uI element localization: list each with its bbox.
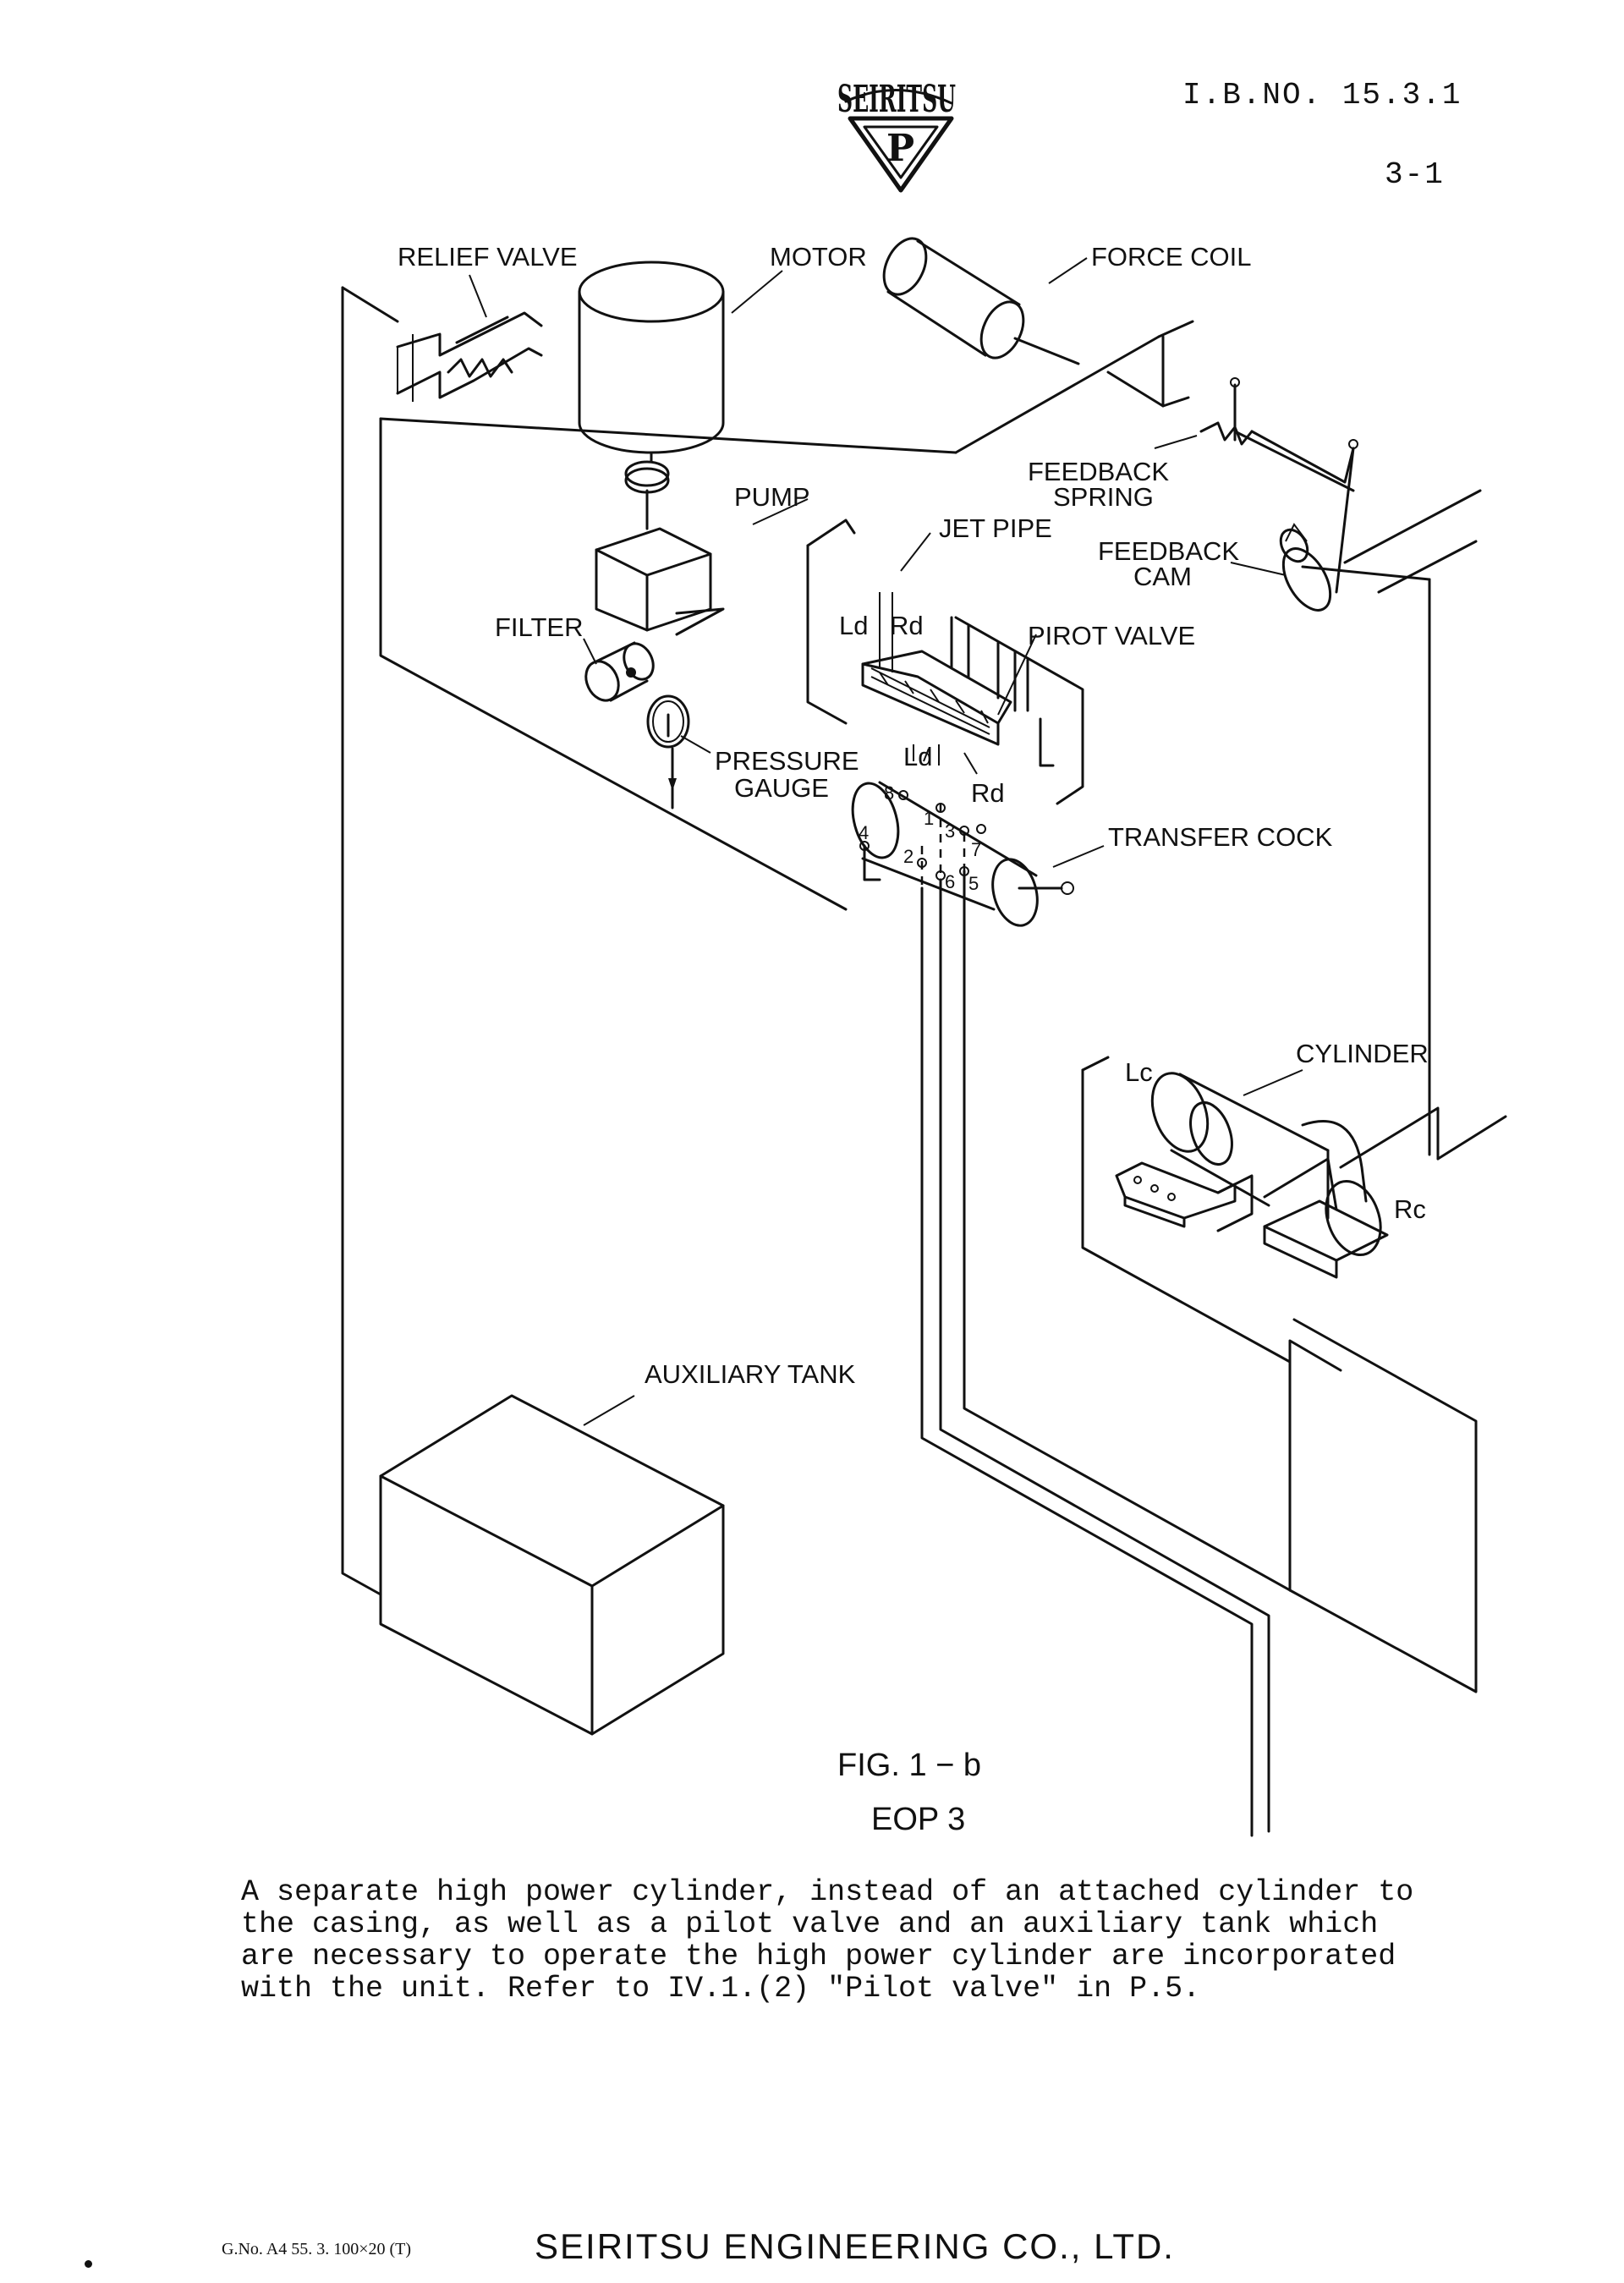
lc-label: Lc bbox=[1125, 1057, 1153, 1087]
port-8-label: 8 bbox=[884, 782, 894, 804]
port-7-label: 7 bbox=[971, 839, 981, 860]
jet-pipe bbox=[831, 519, 893, 672]
port-2-label: 2 bbox=[903, 846, 914, 867]
motor-label: MOTOR bbox=[770, 242, 867, 272]
cylinder bbox=[1115, 1072, 1389, 1279]
logo-text: SEIRITSU bbox=[837, 78, 956, 121]
page-number: 3-1 bbox=[1385, 157, 1445, 192]
relief-valve-label: RELIEF VALVE bbox=[398, 242, 578, 272]
pressure-gauge bbox=[646, 694, 690, 809]
filter-label: FILTER bbox=[495, 612, 584, 642]
leader-lines bbox=[469, 257, 1303, 1426]
ib-number: I.B.NO. 15.3.1 bbox=[1182, 78, 1462, 113]
form-number: G.No. A4 55. 3. 100×20 (T) bbox=[222, 2240, 412, 2258]
pilot-valve-label: PIROT VALVE bbox=[1028, 621, 1195, 650]
rc-label: Rc bbox=[1394, 1194, 1426, 1224]
circuit-lines bbox=[341, 286, 1507, 1837]
feedback-cam-label-line1: FEEDBACK bbox=[1098, 536, 1239, 566]
filter bbox=[584, 641, 655, 702]
margin-dot bbox=[85, 2260, 92, 2268]
description-paragraph: A separate high power cylinder, instead … bbox=[241, 1875, 1414, 2006]
port-3-label: 3 bbox=[945, 820, 955, 842]
transfer-cock bbox=[851, 781, 1074, 927]
port-5-label: 5 bbox=[968, 873, 979, 894]
logo-letter: P bbox=[886, 127, 914, 170]
company-name: SEIRITSU ENGINEERING CO., LTD. bbox=[535, 2226, 1175, 2266]
pump bbox=[595, 489, 725, 636]
pressure-gauge-label-line2: GAUGE bbox=[734, 773, 829, 803]
motor bbox=[578, 261, 725, 494]
port-6-label: 6 bbox=[945, 871, 955, 892]
feedback-spring-label-line2: SPRING bbox=[1053, 482, 1154, 512]
cylinder-label: CYLINDER bbox=[1296, 1039, 1429, 1068]
jet-pipe-label: JET PIPE bbox=[939, 513, 1052, 543]
feedback-cam bbox=[1279, 523, 1332, 612]
rd-lower-label: Rd bbox=[971, 778, 1005, 808]
diagram-labels: RELIEF VALVE MOTOR FORCE COIL FEEDBACK S… bbox=[398, 242, 1429, 1389]
seiritsu-logo: SEIRITSU P bbox=[837, 78, 956, 193]
auxiliary-tank bbox=[379, 1394, 725, 1736]
force-coil-label: FORCE COIL bbox=[1091, 242, 1251, 272]
force-coil bbox=[882, 237, 1080, 365]
rd-label: Rd bbox=[890, 611, 924, 640]
port-4-label: 4 bbox=[859, 822, 869, 843]
transfer-cock-label: TRANSFER COCK bbox=[1108, 822, 1333, 852]
ld-label: Ld bbox=[839, 611, 868, 640]
pump-label: PUMP bbox=[734, 482, 810, 512]
pressure-gauge-label-line1: PRESSURE bbox=[715, 746, 859, 776]
auxiliary-tank-label: AUXILIARY TANK bbox=[645, 1359, 856, 1389]
figure-caption: FIG. 1 − b bbox=[837, 1748, 982, 1783]
ld-lower-label: Ld bbox=[903, 742, 932, 771]
port-1-label: 1 bbox=[924, 808, 934, 829]
feedback-spring-label-line1: FEEDBACK bbox=[1028, 457, 1169, 486]
feedback-cam-label-line2: CAM bbox=[1133, 562, 1192, 591]
figure-model: EOP 3 bbox=[871, 1802, 966, 1837]
relief-valve bbox=[396, 311, 543, 402]
